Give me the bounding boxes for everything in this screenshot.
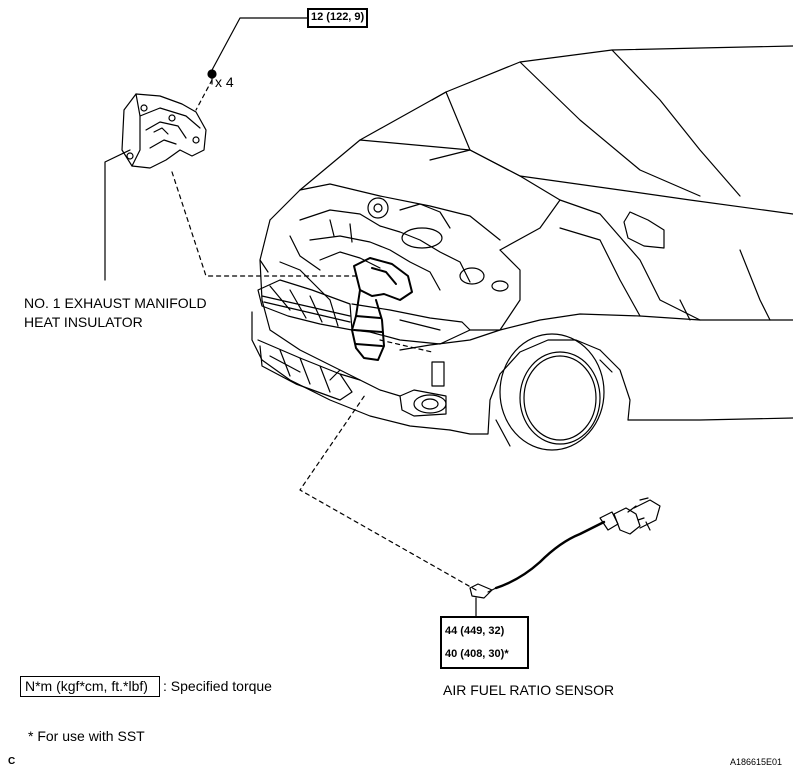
- bolt-count-label: x 4: [215, 74, 234, 90]
- insulator-label-line1: NO. 1 EXHAUST MANIFOLD: [24, 295, 207, 311]
- torque-spec-box-sensor: [440, 616, 529, 669]
- front-wheel: [495, 333, 613, 451]
- sensor-label: AIR FUEL RATIO SENSOR: [443, 682, 615, 698]
- air-fuel-ratio-sensor-illustration: [469, 497, 661, 599]
- torque-leader-line: [211, 17, 308, 71]
- torque-spec-top: 12 (122, 9): [311, 11, 365, 23]
- footnote: * For use with SST: [28, 728, 145, 744]
- corner-letter: C: [8, 756, 16, 767]
- legend-text: : Specified torque: [163, 678, 272, 694]
- heat-insulator-illustration: [121, 93, 207, 169]
- torque-spec-box-top: [307, 8, 368, 28]
- exhaust-manifold: [351, 257, 413, 361]
- bolt-icon: [207, 69, 217, 85]
- sensor-torque-spec-2: 40 (408, 30)*: [445, 648, 509, 660]
- leader-lines: [104, 17, 477, 617]
- fog-light: [413, 394, 447, 414]
- side-mirror: [623, 211, 665, 249]
- bolt-dash-line: [195, 79, 213, 111]
- sensor-dash-line: [299, 394, 477, 591]
- sensor-torque-spec-1: 44 (449, 32): [445, 625, 505, 637]
- insulator-label-line2: HEAT INSULATOR: [24, 314, 143, 330]
- legend-unit: N*m (kgf*cm, ft.*lbf): [25, 678, 148, 694]
- vehicle-illustration: [251, 45, 793, 451]
- insulator-leader-line: [104, 149, 131, 281]
- insulator-dash-line: [171, 171, 361, 277]
- sensor-dash-line-2: [379, 339, 433, 353]
- figure-id: A186615E01: [730, 757, 783, 767]
- legend-torque-box: [20, 676, 160, 697]
